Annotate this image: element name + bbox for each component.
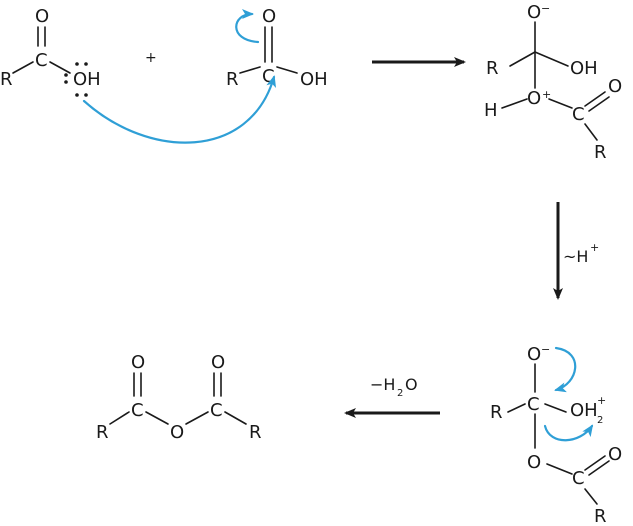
water-loss-label-h: −H <box>370 375 395 394</box>
int1-acyl-carbon: C <box>572 104 585 125</box>
int2-minus-charge: − <box>541 343 550 356</box>
int1-oxonium-oxygen: O <box>527 88 541 109</box>
int2-acyl-carbon: C <box>572 468 585 489</box>
int2-acyl-r-group: R <box>594 506 607 526</box>
anhydride-left-r-group: R <box>96 422 109 443</box>
int1-acyl-r-group: R <box>594 142 607 163</box>
int1-hydrogen: H <box>484 100 498 121</box>
proton-transfer-label: ~H <box>563 247 588 266</box>
proton-transfer-charge: + <box>590 241 599 254</box>
int2-center-carbon: C <box>527 394 540 415</box>
anhydride-right-carbon: C <box>210 400 223 421</box>
anhydride-left-carbon: C <box>131 400 144 421</box>
int1-plus-charge: + <box>542 88 551 101</box>
pi-bond-electron-arrow <box>235 9 260 44</box>
int1-hydroxyl: OH <box>570 58 598 79</box>
acid1-carbonyl-oxygen: O <box>35 6 49 27</box>
int2-bridge-oxygen: O <box>527 452 541 473</box>
int2-water-charge: + <box>597 394 606 407</box>
carboxylic-acid-electrophile: O C R OH <box>226 6 328 90</box>
int2-oxide: O <box>527 344 541 365</box>
anhydride-bridge-oxygen: O <box>170 422 184 443</box>
leaving-water-arrow <box>543 424 594 442</box>
oxide-reform-arrow <box>554 346 577 393</box>
acid2-carbonyl-oxygen: O <box>262 6 276 27</box>
int2-r-group: R <box>490 402 503 423</box>
acid1-hydroxyl: OH <box>73 69 101 90</box>
water-loss-label-o: O <box>405 375 418 394</box>
acid2-hydroxyl: OH <box>300 69 328 90</box>
nucleophilic-attack-arrow <box>82 75 277 144</box>
water-loss-label-sub: 2 <box>397 388 403 399</box>
anhydride-left-carbonyl-oxygen: O <box>131 352 145 373</box>
lone-pair-dots <box>64 62 88 97</box>
acid1-carbon: C <box>35 50 48 71</box>
int1-minus-charge: − <box>541 2 550 15</box>
acid-anhydride-product: O C R O C O R <box>96 352 262 443</box>
anhydride-right-carbonyl-oxygen: O <box>211 352 225 373</box>
tetrahedral-intermediate-1: O − C R OH O + H C O R <box>484 2 622 163</box>
int2-water-oxygen: OH <box>570 400 598 421</box>
acid2-r-group: R <box>226 69 239 90</box>
int2-acyl-oxygen: O <box>608 444 622 465</box>
carboxylic-acid-nucleophile: O C R OH <box>0 6 101 97</box>
acid1-r-group: R <box>0 69 13 90</box>
anhydride-right-r-group: R <box>249 422 262 443</box>
int2-water-subscript: 2 <box>597 415 603 426</box>
plus-sign: + <box>145 50 157 66</box>
int1-oxide: O <box>527 2 541 23</box>
tetrahedral-intermediate-2: O − C R OH 2 + O C O R <box>490 343 622 526</box>
int1-acyl-oxygen: O <box>608 76 622 97</box>
int1-r-group: R <box>486 58 499 79</box>
